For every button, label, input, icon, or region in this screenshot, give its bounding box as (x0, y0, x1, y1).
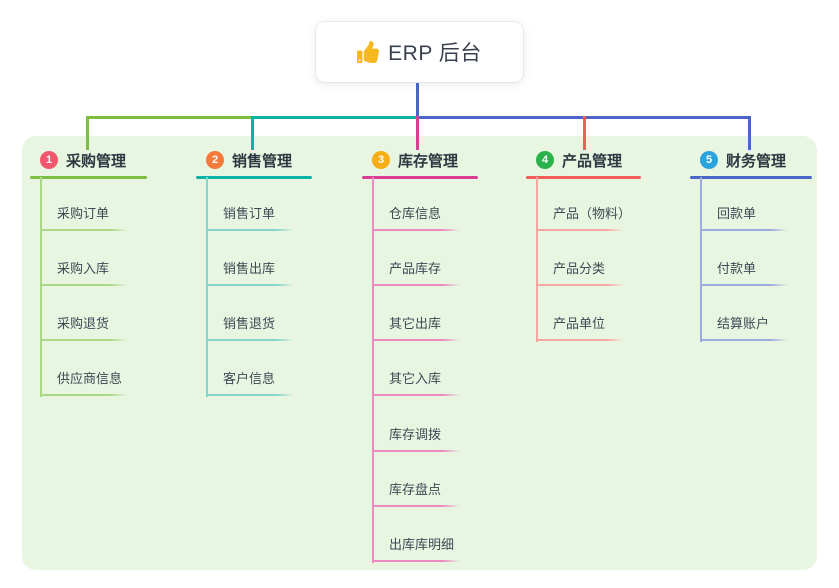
child-node[interactable]: 其它出库 (389, 316, 442, 332)
child-underline (372, 449, 460, 452)
child-node[interactable]: 其它入库 (389, 371, 442, 387)
branch-node-label: 采购管理 (66, 152, 127, 170)
branch-drop-line-3 (416, 116, 419, 150)
child-node[interactable]: 结算账户 (717, 316, 770, 332)
child-underline (372, 559, 460, 562)
branch-underline (196, 176, 312, 179)
branch-node-label: 产品管理 (562, 152, 623, 170)
child-underline (700, 284, 788, 287)
child-node[interactable]: 采购退货 (57, 316, 110, 332)
child-node[interactable]: 仓库信息 (389, 206, 442, 222)
child-underline (372, 339, 460, 342)
branches-panel (22, 136, 817, 570)
child-underline (536, 229, 624, 232)
child-underline (40, 394, 128, 397)
children-spine-line (372, 177, 374, 563)
branch-node-label: 财务管理 (726, 152, 787, 170)
child-underline (700, 339, 788, 342)
children-spine-line (700, 177, 702, 343)
branch-badge-4: 4 (536, 151, 554, 169)
child-node[interactable]: 销售订单 (223, 206, 276, 222)
branch-node-2[interactable]: 2 销售管理 (196, 147, 312, 173)
child-node[interactable]: 产品单位 (553, 316, 606, 332)
root-node-label: ERP 后台 (388, 42, 482, 65)
child-underline (206, 394, 294, 397)
child-node[interactable]: 库存调拨 (389, 426, 442, 442)
bus-segment-2 (251, 116, 416, 119)
branch-badge-2: 2 (206, 151, 224, 169)
child-node[interactable]: 产品库存 (389, 261, 442, 277)
child-node[interactable]: 采购入库 (57, 261, 110, 277)
branch-node-5[interactable]: 5 财务管理 (690, 147, 812, 173)
child-underline (700, 229, 788, 232)
child-underline (536, 284, 624, 287)
child-underline (206, 339, 294, 342)
child-node[interactable]: 库存盘点 (389, 481, 442, 497)
child-underline (536, 339, 624, 342)
child-node[interactable]: 付款单 (717, 261, 757, 277)
root-node[interactable]: ERP 后台 (316, 22, 523, 82)
child-node[interactable]: 产品（物料） (553, 206, 632, 222)
child-node[interactable]: 回款单 (717, 206, 757, 222)
child-underline (206, 284, 294, 287)
branch-badge-1: 1 (40, 151, 58, 169)
child-node[interactable]: 采购订单 (57, 206, 110, 222)
child-node[interactable]: 销售退货 (223, 316, 276, 332)
bus-segment-1 (86, 116, 251, 119)
branch-badge-5: 5 (700, 151, 718, 169)
branch-badge-3: 3 (372, 151, 390, 169)
child-underline (40, 229, 128, 232)
branch-underline (30, 176, 147, 179)
branch-drop-line-1 (86, 116, 89, 150)
branch-node-label: 库存管理 (398, 152, 459, 170)
child-underline (372, 229, 460, 232)
branch-node-3[interactable]: 3 库存管理 (362, 147, 478, 173)
branch-underline (362, 176, 478, 179)
child-underline (372, 394, 460, 397)
branch-node-4[interactable]: 4 产品管理 (526, 147, 641, 173)
root-stem-line (416, 83, 419, 119)
child-underline (206, 229, 294, 232)
child-underline (40, 339, 128, 342)
branch-drop-line-2 (251, 116, 254, 150)
child-underline (40, 284, 128, 287)
child-node[interactable]: 客户信息 (223, 371, 276, 387)
children-spine-line (536, 177, 538, 343)
children-spine-line (40, 177, 42, 398)
child-node[interactable]: 产品分类 (553, 261, 606, 277)
child-node[interactable]: 出库库明细 (389, 536, 455, 552)
branch-node-label: 销售管理 (232, 152, 293, 170)
thumbs-up-icon (357, 41, 380, 63)
branch-node-1[interactable]: 1 采购管理 (30, 147, 147, 173)
branch-drop-line-5 (748, 116, 751, 150)
child-node[interactable]: 销售出库 (223, 261, 276, 277)
children-spine-line (206, 177, 208, 398)
child-underline (372, 284, 460, 287)
branch-underline (526, 176, 641, 179)
branch-drop-line-4 (583, 116, 586, 150)
branch-underline (690, 176, 812, 179)
child-node[interactable]: 供应商信息 (57, 371, 123, 387)
child-underline (372, 504, 460, 507)
